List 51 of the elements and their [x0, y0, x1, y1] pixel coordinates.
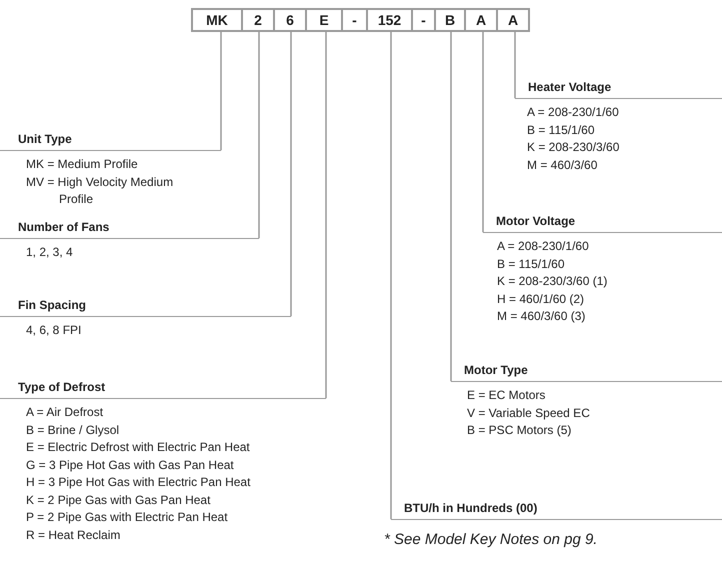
option-text: H = 460/1/60 (2) — [497, 290, 586, 308]
option-text: K = 2 Pipe Gas with Gas Pan Heat — [26, 492, 212, 508]
option-text: P = 2 Pipe Gas with Electric Pan Heat — [26, 509, 229, 526]
option-text: M = 460/3/60 — [527, 156, 598, 174]
option-text: A = Air Defrost — [26, 404, 104, 421]
code-box: A — [464, 8, 498, 32]
leader-line — [390, 32, 392, 520]
option-text: MK = Medium Profile — [26, 156, 139, 173]
option-text: R = Heat Reclaim — [26, 526, 122, 544]
leader-line — [220, 32, 222, 151]
code-box: 152 — [366, 8, 413, 32]
option-text: E = EC Motors — [467, 387, 546, 404]
heading-text: Heater Voltage — [515, 79, 722, 99]
option-text: K = 208-230/3/60 — [527, 139, 620, 156]
code-box: MK — [191, 8, 243, 32]
option-text: MV = High Velocity Medium Profile — [26, 174, 174, 208]
footnote-text: * See Model Key Notes on pg 9. — [384, 531, 598, 548]
leader-line — [258, 32, 260, 239]
option-text: A = 208-230/1/60 — [497, 238, 590, 255]
code-box: E — [305, 8, 343, 32]
option-text: B = PSC Motors (5) — [467, 422, 572, 439]
leader-line — [450, 32, 452, 382]
leader-line — [290, 32, 292, 317]
option-text: E = Electric Defrost with Electric Pan Heat — [26, 439, 251, 456]
option-text: K = 208-230/3/60 (1) — [497, 273, 608, 290]
heading-text: Unit Type — [0, 131, 221, 151]
leader-line — [482, 32, 484, 233]
heading-text: Number of Fans — [0, 219, 259, 239]
option-text: G = 3 Pipe Hot Gas with Gas Pan Heat — [26, 456, 235, 474]
code-box: A — [496, 8, 530, 32]
code-box: - — [341, 8, 368, 32]
code-box: 2 — [241, 8, 275, 32]
option-text: V = Variable Speed EC — [467, 404, 591, 422]
heading-text: Motor Voltage — [483, 213, 722, 233]
heading-text: Type of Defrost — [0, 379, 326, 399]
option-text: A = 208-230/1/60 — [527, 104, 620, 121]
option-text: H = 3 Pipe Hot Gas with Electric Pan Heat — [26, 474, 252, 491]
option-text: B = 115/1/60 — [497, 256, 566, 272]
code-box: 6 — [273, 8, 307, 32]
option-text: M = 460/3/60 (3) — [497, 308, 586, 325]
leader-line — [325, 32, 327, 399]
option-text: 4, 6, 8 FPI — [26, 322, 82, 339]
option-text: B = 115/1/60 — [527, 122, 596, 138]
heading-text: BTU/h in Hundreds (00) — [391, 500, 722, 520]
heading-text: Fin Spacing — [0, 297, 291, 317]
leader-line — [514, 32, 516, 99]
code-box: B — [434, 8, 466, 32]
option-text: B = Brine / Glysol — [26, 422, 120, 438]
option-text: 1, 2, 3, 4 — [26, 244, 74, 261]
code-box: - — [411, 8, 436, 32]
heading-text: Motor Type — [451, 362, 722, 382]
